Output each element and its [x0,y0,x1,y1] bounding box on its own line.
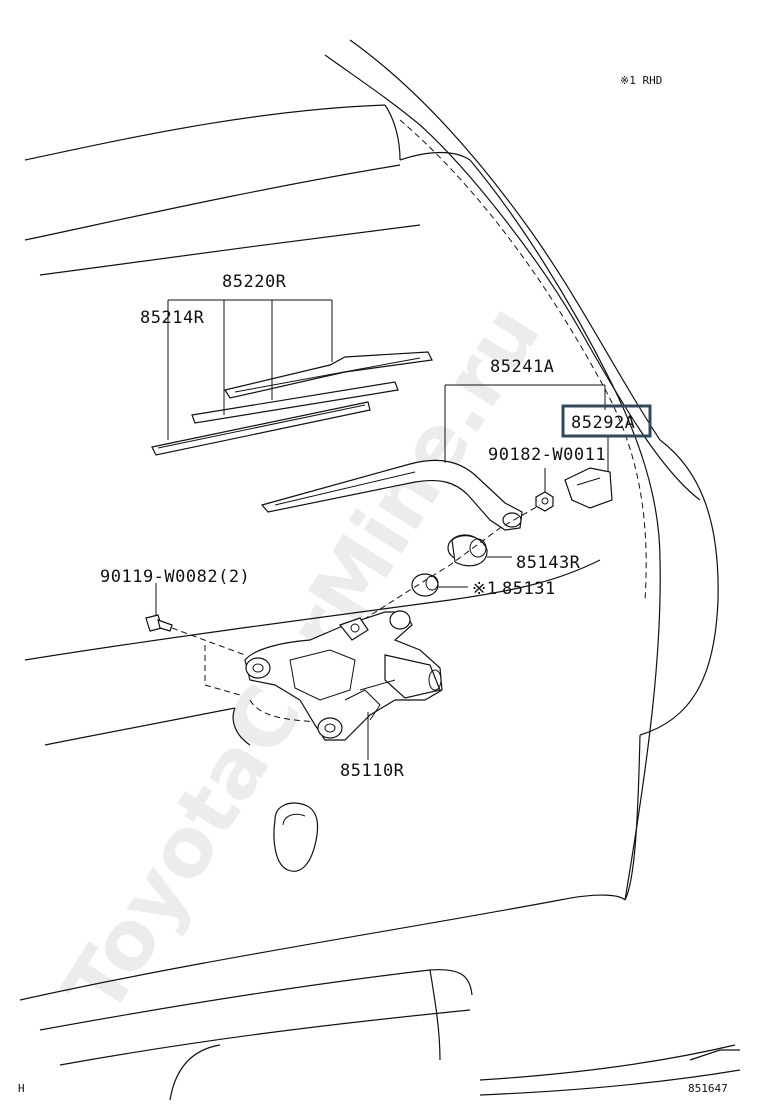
leader-lines [155,299,609,760]
label-85131[interactable]: 85131 [502,579,556,599]
label-85214R[interactable]: 85214R [140,308,205,328]
wiper-arm [260,459,523,531]
label-90119-W0082[interactable]: 90119-W0082(2) [100,567,250,587]
label-85241A[interactable]: 85241A [490,357,554,377]
arm-head-cover [564,467,613,509]
corner-h: H [18,1082,25,1095]
pivot-85131 [411,573,439,597]
figure-id: 851647 [688,1082,728,1095]
label-85110R[interactable]: 85110R [340,761,405,781]
label-90182-W0011[interactable]: 90182-W0011 [488,445,606,465]
bolt-90119 [145,614,173,632]
wiper-blade [151,351,433,456]
assembly-lines [171,504,541,723]
label-85292A[interactable]: 85292A [571,413,635,433]
highlight-box-85292A[interactable] [561,404,652,438]
body-outline [19,39,741,1101]
motor-85110R [244,610,443,741]
nut-90182 [535,491,554,512]
label-85143R[interactable]: 85143R [516,553,581,573]
cap-85143R [447,534,488,567]
label-85131-mark: ※1 [472,579,497,599]
rhd-note: ※1 RHD [620,74,662,87]
label-85220R[interactable]: 85220R [222,272,287,292]
